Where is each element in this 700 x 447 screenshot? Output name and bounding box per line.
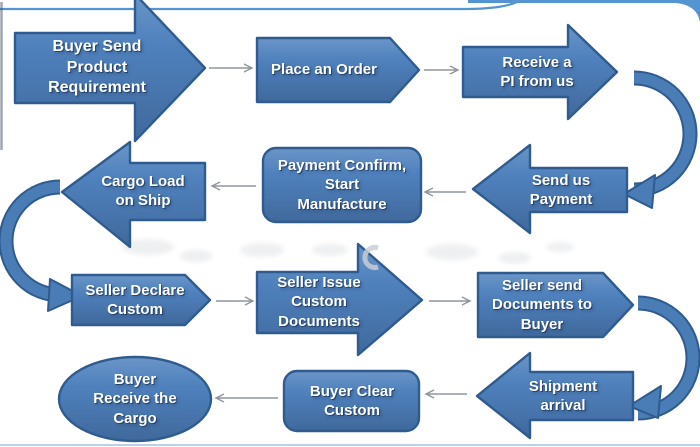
- connector-right-icon: [429, 296, 472, 306]
- shape-seller-declare-custom: [70, 273, 212, 327]
- shape-buyer-clear-custom: [282, 369, 421, 433]
- shape-cargo-load-on-ship: [60, 140, 207, 249]
- watermark-c-artifact: [362, 245, 379, 270]
- connector-left-icon: [214, 393, 278, 403]
- shape-buyer-send-product-requirement: [13, 0, 207, 143]
- watermark-smudge: [122, 239, 574, 264]
- shape-seller-issue-custom-documents: [255, 242, 424, 357]
- connector-left-icon: [423, 187, 466, 197]
- shape-buyer-receive-the-cargo: [57, 355, 213, 443]
- connector-right-icon: [424, 65, 460, 75]
- connector-right-icon: [216, 296, 255, 306]
- card-top-right-corner: [468, 0, 700, 22]
- shape-receive-a-pi-from-us: [461, 23, 619, 121]
- curved-arrow-right-bottom: [628, 295, 700, 421]
- curved-arrow-right-top: [623, 70, 698, 209]
- connector-arrows: [209, 63, 472, 403]
- shape-seller-send-documents-to-buyer: [476, 271, 635, 339]
- shape-shipment-arrival: [475, 351, 635, 440]
- connector-right-icon: [209, 63, 254, 73]
- shape-payment-confirm-start-manufacture: [261, 146, 423, 224]
- connector-left-icon: [424, 389, 467, 399]
- curved-arrow-left: [0, 179, 83, 312]
- connector-left-icon: [210, 181, 256, 191]
- shape-send-us-payment: [471, 143, 629, 235]
- card-top-border: [0, 0, 521, 11]
- shape-place-an-order: [255, 36, 421, 104]
